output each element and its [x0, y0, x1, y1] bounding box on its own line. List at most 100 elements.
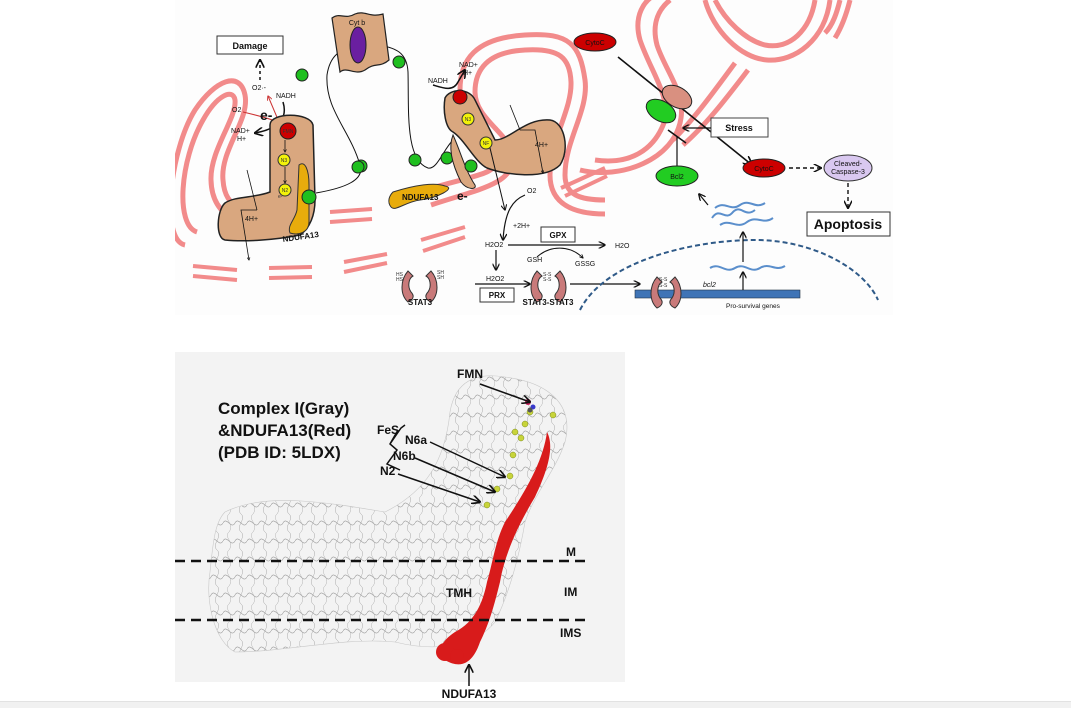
proton-arrow-right	[520, 129, 543, 173]
pro-survival-label: Pro-survival genes	[726, 303, 781, 310]
cyt-b-core	[349, 26, 367, 64]
uq-right	[464, 159, 478, 173]
n6a-label: N6a	[405, 433, 427, 447]
complex-i-right-arm	[450, 133, 476, 189]
structure-title-3: (PDB ID: 5LDX)	[218, 443, 341, 462]
svg-text:N3: N3	[465, 117, 472, 123]
bcl2-label: Bcl2	[670, 174, 684, 181]
cyt-b-label: Cyt b	[349, 20, 365, 27]
gsh-arrow	[536, 247, 583, 258]
nad-label-left-1: NAD+	[231, 128, 250, 135]
stat3-dimer-dna	[650, 276, 682, 309]
prx-label: PRX	[489, 291, 506, 300]
nad-label-left-2: H+	[237, 136, 246, 143]
gpx-box	[540, 226, 576, 243]
proton-path-left	[246, 169, 258, 211]
mrna-cytoplasm	[711, 201, 774, 226]
apoptosis-box	[806, 211, 891, 237]
damage-box: Damage	[216, 35, 284, 55]
h2o2-label-2: H2O2	[486, 276, 504, 283]
nadh-label-right: NADH	[428, 78, 448, 85]
proton-label-right: 4H+	[535, 142, 548, 149]
n6b-label: N6b	[393, 449, 416, 463]
caspase-label-1: Cleaved-	[834, 161, 863, 168]
cytoc-top-label: CytoC	[585, 40, 604, 47]
nadh-oxidation-arrow-right	[432, 70, 465, 90]
svg-text:S-S: S-S	[659, 283, 668, 289]
svg-text:SH: SH	[437, 275, 444, 281]
mrna-nuclear	[709, 265, 786, 271]
nad-label-right-1: NAD+	[459, 62, 478, 69]
stress-label: Stress	[725, 123, 753, 133]
nf-right	[479, 136, 493, 150]
electron-transport-path	[315, 44, 454, 194]
electron-leak-arrow	[489, 147, 505, 210]
complex-i-structure	[208, 375, 568, 653]
translation-arrow	[699, 194, 709, 206]
ndufa13-right-shape	[388, 183, 450, 209]
apoptosis-label: Apoptosis	[814, 216, 883, 232]
prx-box	[479, 287, 515, 303]
membrane-fragments	[192, 166, 608, 282]
electron-label-left: e-	[260, 107, 273, 123]
caspase-label-2: Caspase-3	[831, 169, 865, 176]
svg-text:S-S: S-S	[543, 272, 552, 278]
ndufa13-left-shape	[288, 163, 310, 235]
bcl2-gene-label: bcl2	[703, 282, 716, 289]
n6b-arrow	[414, 457, 495, 492]
fmn-arrow	[479, 383, 530, 402]
fmn-left	[279, 122, 297, 140]
proton-label-left: 4H+	[245, 216, 258, 223]
stat3-monomers	[401, 270, 438, 303]
cytoc-cytosol	[742, 158, 786, 178]
plus-2h-label: +2H+	[513, 223, 530, 230]
h2o-label: H2O	[615, 243, 630, 250]
vdac-channel	[645, 98, 677, 124]
ubiquinone-group	[295, 55, 454, 174]
proton-arrow-left	[240, 209, 257, 260]
fes-bracket	[385, 424, 406, 471]
gsh-label: GSH	[527, 257, 542, 264]
fmn-right	[452, 89, 468, 105]
bcl2-protein	[655, 165, 699, 187]
svg-text:N3: N3	[281, 158, 288, 164]
ims-label: IMS	[560, 626, 581, 640]
page-bottom-bar	[0, 701, 1071, 708]
n3-right	[461, 112, 475, 126]
ndufa13-structure	[436, 432, 551, 665]
mechanism-diagram: Damage O2·- O2 e- NADH NAD+ H+ NDUFA13 F…	[168, 0, 893, 315]
tmh-label: TMH	[446, 586, 472, 600]
stat3-label: STAT3	[408, 298, 433, 307]
fes-label: FeS	[377, 423, 399, 437]
gssg-label: GSSG	[575, 261, 595, 268]
cytoc-mito	[573, 32, 617, 52]
svg-text:HS: HS	[396, 277, 404, 283]
im-label: IM	[564, 585, 577, 599]
inhibition-bar	[667, 129, 687, 144]
fmn-label: FMN	[457, 367, 483, 381]
svg-text:FMN: FMN	[283, 129, 294, 135]
caspase-3	[823, 154, 873, 182]
cytoc-release-arrow	[617, 56, 752, 165]
svg-text:HS: HS	[396, 272, 404, 278]
ndufa13-right-label: NDUFA13	[402, 193, 439, 202]
nucleus-envelope	[579, 238, 879, 311]
svg-text:e-: e-	[278, 194, 283, 200]
n2-arrow	[397, 473, 480, 502]
proton-path-right	[509, 104, 521, 131]
stat3-dimer-label: STAT3-STAT3	[523, 298, 575, 307]
n3-left	[277, 153, 291, 167]
damage-label: Damage	[232, 41, 267, 51]
ndufa13-structure-label: NDUFA13	[442, 687, 497, 701]
svg-text:S-S: S-S	[659, 277, 668, 283]
uq-left-1	[301, 189, 317, 205]
matrix-label: M	[566, 545, 576, 559]
bax-channel	[661, 84, 693, 110]
cytoc-bottom-label: CytoC	[754, 166, 773, 173]
dna-strand	[634, 289, 801, 299]
complex-i-left	[217, 114, 316, 242]
n6a-arrow	[429, 441, 505, 477]
nadh-label-left: NADH	[276, 93, 296, 100]
svg-text:N2: N2	[282, 188, 289, 194]
structure-title-2: &NDUFA13(Red)	[218, 421, 351, 440]
